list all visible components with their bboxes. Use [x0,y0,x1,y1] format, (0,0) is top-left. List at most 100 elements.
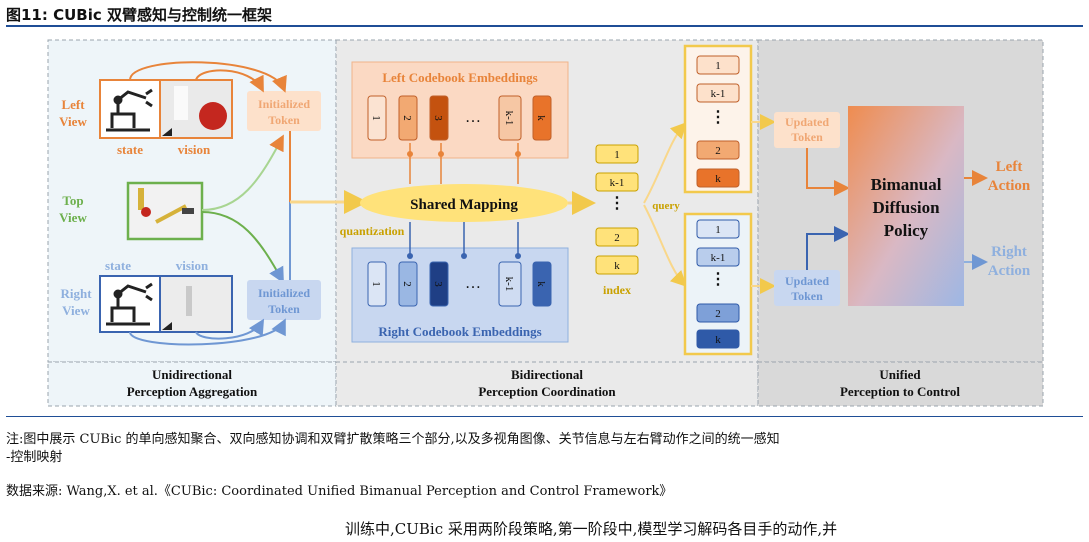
lower-query-item-label: k [715,334,721,346]
right-codebook-item [532,261,552,307]
index-label: index [603,283,631,297]
right-codebook-item [367,261,387,307]
robot-arm-icon [106,282,153,326]
left-view-label-1: Left [61,97,85,112]
lower-query-item-label: 2 [715,308,721,320]
index-items: 1 k-1 ⋮ 2 k [595,144,639,275]
index-item-label: k [614,260,620,272]
updated-token-bottom [774,270,840,306]
caption-unidirectional-2: Perception Aggregation [127,384,258,399]
right-codebook-box [351,247,569,343]
lower-query-item [696,219,740,239]
left-action-label-1: Left [996,159,1023,175]
upper-query-item [696,168,740,188]
right-codebook-item [398,261,418,307]
left-codebook-box [351,61,569,159]
svg-text:Initialized: Initialized [258,97,310,111]
right-codebook-item-label: 2 [401,281,413,287]
left-codebook-item [429,95,449,141]
left-codebook-item-label: k-1 [503,111,515,126]
caption-bidirectional-1: Bidirectional [511,367,583,382]
svg-text:Token: Token [791,289,823,303]
index-ellipsis: ⋮ [609,195,625,212]
left-codebook-item-label: 1 [370,115,382,121]
lower-query-ellipsis: ⋮ [710,271,726,288]
svg-text:Policy: Policy [884,221,929,240]
right-codebook-ellipsis: … [465,275,481,292]
right-action-label-1: Right [991,244,1027,260]
right-vision-label: vision [176,258,209,273]
svg-text:Bimanual: Bimanual [871,175,942,194]
figure-note: 注:图中展示 CUBic 的单向感知聚合、双向感知协调和双臂扩散策略三个部分,以… [6,432,780,465]
index-item [595,227,639,247]
left-state-label: state [117,142,143,157]
title-rule [6,25,1083,27]
index-item-label: k-1 [610,177,625,189]
left-codebook-title: Left Codebook Embeddings [382,70,537,85]
body-text-cutoff: 训练中,CUBic 采用两阶段策略,第一阶段中,模型学习解码各目手的动作,并 [345,520,838,538]
left-action-label-2: Action [988,178,1031,194]
caption-unified-1: Unified [879,367,921,382]
upper-query-items: 1k-1⋮2k [696,55,740,188]
lower-query-item-label: k-1 [711,252,726,264]
right-initialized-token [247,280,321,320]
right-codebook-item-label: 3 [432,281,444,287]
query-label: query [652,200,680,212]
right-view-label-1: Right [60,286,92,301]
right-state-label: state [105,258,131,273]
upper-query-item [696,140,740,160]
svg-text:Token: Token [268,113,300,127]
right-action-label-2: Action [988,263,1031,279]
index-item [595,172,639,192]
figure-title: 图11: CUBic 双臂感知与控制统一框架 [6,6,272,24]
left-codebook-item-label: 3 [432,115,444,121]
lower-query-item-label: 1 [715,224,721,236]
right-codebook-item-label: 1 [370,281,382,287]
left-initialized-token [247,91,321,131]
svg-text:Diffusion: Diffusion [872,198,940,217]
index-item-label: 1 [614,149,620,161]
cubic-framework-diagram: Unidirectional Perception Aggregation Bi… [47,39,1044,407]
upper-query-item-label: 1 [715,60,721,72]
lower-query-item [696,247,740,267]
apple-icon [199,102,227,130]
left-codebook-ellipsis: … [465,109,481,126]
right-view-label-2: View [62,303,90,318]
bimanual-diffusion-policy [848,106,964,306]
left-codebook-item [532,95,552,141]
svg-text:Token: Token [791,130,823,144]
left-codebook-item [367,95,387,141]
caption-unified-2: Perception to Control [840,384,960,399]
right-codebook-item [498,261,522,307]
right-codebook-title: Right Codebook Embeddings [378,324,541,339]
right-codebook-item [429,261,449,307]
upper-query-item [696,55,740,75]
shared-mapping [360,184,568,222]
upper-query-item-label: k-1 [711,88,726,100]
index-item [595,255,639,275]
left-codebook-item [498,95,522,141]
index-item [595,144,639,164]
left-codebook-item-label: k [535,115,547,121]
figure-source: 数据来源: Wang,X. et al.《CUBic: Coordinated … [6,484,673,499]
notes-rule [6,416,1083,417]
svg-text:Updated: Updated [785,115,829,129]
index-item-label: 2 [614,232,620,244]
svg-text:Updated: Updated [785,274,829,288]
left-codebook-item-label: 2 [401,115,413,121]
svg-text:Initialized: Initialized [258,286,310,300]
left-vision-label: vision [178,142,211,157]
upper-query-item-label: k [715,173,721,185]
lower-query-items: 1 k-1 ⋮ 2 k [696,219,740,349]
right-codebook-item-label: k-1 [503,277,515,292]
quantization-label: quantization [340,224,405,238]
left-codebook-item [398,95,418,141]
upper-query-item [696,83,740,103]
top-view-label-1: Top [62,193,83,208]
svg-text:Token: Token [268,302,300,316]
updated-token-top [774,112,840,148]
lower-query-item [696,303,740,323]
upper-query-ellipsis: ⋮ [710,109,726,126]
left-codebook-items: 1 2 3 … k-1 k [367,95,552,141]
